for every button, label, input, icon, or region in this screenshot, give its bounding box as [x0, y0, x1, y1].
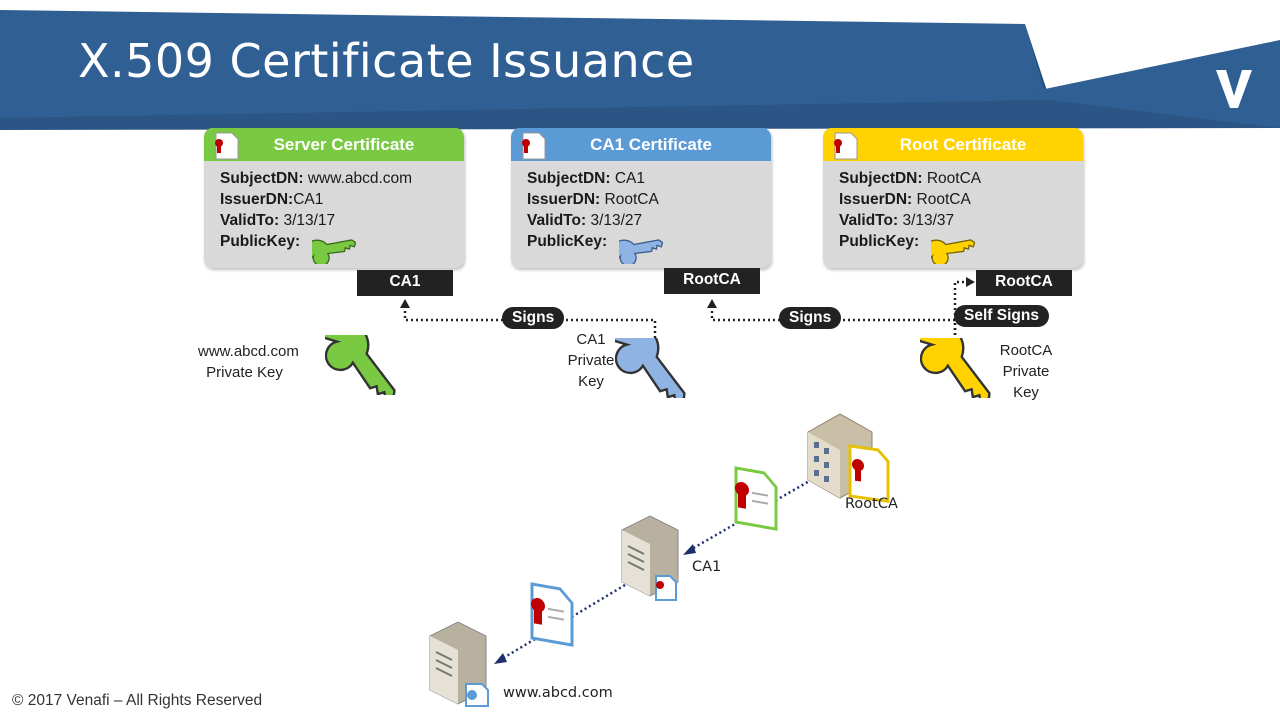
chain-label-server: www.abcd.com [503, 685, 613, 701]
arrowhead-up [707, 299, 717, 308]
field-label: PublicKey: [220, 233, 301, 250]
field-value: CA1 [293, 191, 324, 208]
field-value: RootCA [604, 191, 659, 208]
card-title: Server Certificate [273, 134, 415, 154]
chain-line-ca1-to-server [499, 583, 626, 662]
field-label: ValidTo: [220, 212, 280, 229]
field-label: SubjectDN: [839, 170, 923, 187]
arrowhead-up [400, 299, 410, 308]
field-label: SubjectDN: [220, 170, 304, 187]
certificate-icon [530, 582, 574, 647]
card-header: Server Certificate [204, 128, 464, 161]
chain-label-rootca: RootCA [845, 496, 898, 512]
signs-badge: Signs [779, 307, 842, 329]
card-title: CA1 Certificate [590, 134, 712, 154]
certificate-icon [465, 683, 489, 707]
chain-line-root-to-ca1 [689, 470, 826, 552]
field-value: RootCA [916, 191, 971, 208]
self-signs-badge: Self Signs [954, 305, 1049, 327]
field-label: SubjectDN: [527, 170, 611, 187]
field-label: ValidTo: [527, 212, 587, 229]
card-title: Root Certificate [899, 134, 1027, 154]
field-value: CA1 [614, 170, 646, 187]
field-label: IssuerDN: [220, 191, 294, 208]
certificate-icon [848, 444, 890, 504]
field-label: PublicKey: [839, 233, 920, 250]
header-banner [0, 10, 1280, 130]
slide-title: X.509 Certificate Issuance [78, 34, 695, 88]
copyright-footer: © 2017 Venafi – All Rights Reserved [12, 692, 263, 709]
root-issuer-tag: RootCA [976, 270, 1072, 296]
server-certificate-card: Server Certificate SubjectDN: www.abcd.c… [204, 128, 464, 268]
field-label: PublicKey: [527, 233, 608, 250]
card-header: Root Certificate [823, 128, 1083, 161]
root-certificate-card: Root Certificate SubjectDN: RootCA Issue… [823, 128, 1083, 268]
ca1-private-key-label: CA1 Private Key [567, 331, 615, 390]
card-header: CA1 Certificate [511, 128, 771, 161]
signs-line-ca1-to-server [403, 306, 657, 342]
root-private-key-label: RootCA Private Key [999, 342, 1053, 401]
certificate-icon [655, 575, 677, 601]
field-label: IssuerDN: [527, 191, 601, 208]
field-value: 3/13/37 [902, 212, 955, 229]
field-label: IssuerDN: [839, 191, 913, 208]
arrowhead-down-left [494, 653, 507, 664]
server-private-key-label: www.abcd.com Private Key [198, 343, 299, 381]
ca1-issuer-tag: RootCA [664, 268, 760, 294]
server-issuer-tag: CA1 [357, 270, 453, 296]
venafi-logo-icon [1216, 70, 1252, 108]
ca1-certificate-card: CA1 Certificate SubjectDN: CA1 IssuerDN:… [511, 128, 771, 268]
field-value: RootCA [926, 170, 982, 187]
self-signs-line [953, 280, 968, 345]
field-value: 3/13/17 [283, 212, 336, 229]
chain-label-ca1: CA1 [692, 559, 722, 575]
signs-badge: Signs [502, 307, 565, 329]
arrowhead-right [966, 277, 975, 287]
arrowhead-down-left [683, 544, 696, 555]
field-label: ValidTo: [839, 212, 899, 229]
field-value: www.abcd.com [307, 170, 413, 187]
field-value: 3/13/27 [590, 212, 643, 229]
certificate-icon [734, 466, 778, 531]
